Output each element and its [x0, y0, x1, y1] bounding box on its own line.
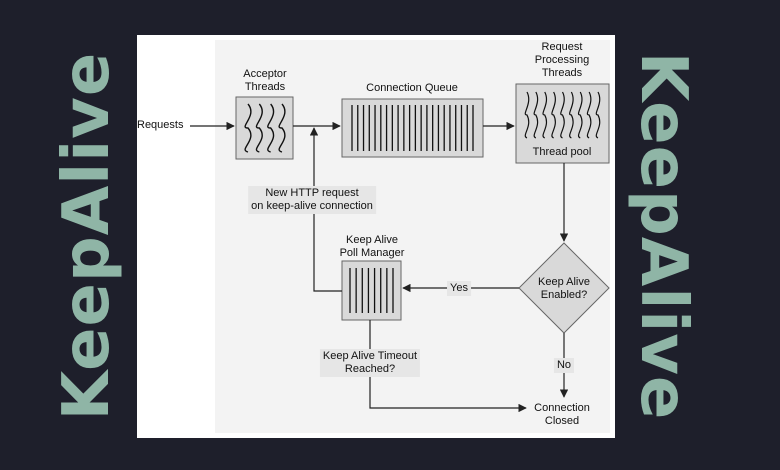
thread-squiggle: [551, 91, 556, 139]
thread-squiggle: [278, 103, 286, 153]
closed-label-1: Connection: [534, 402, 590, 414]
acceptor-label-1: Acceptor: [243, 68, 287, 80]
connection-queue-label: Connection Queue: [366, 82, 458, 94]
thread-squiggle: [560, 91, 565, 139]
thread-squiggle: [533, 91, 539, 139]
timeout-label-2: Reached?: [344, 363, 396, 375]
acceptor-label-2: Threads: [244, 81, 286, 93]
thread-squiggle: [267, 103, 275, 153]
connection-queue-box: [341, 98, 484, 158]
thread-pool-label: Thread pool: [532, 146, 592, 158]
acceptor-squiggles: [244, 103, 286, 153]
new-http-label-2: on keep-alive connection: [251, 200, 373, 212]
thread-squiggle: [569, 91, 574, 139]
no-label: No: [553, 358, 575, 373]
queue-lines: [351, 105, 474, 151]
thread-squiggle: [595, 91, 601, 139]
thread-squiggle: [524, 91, 530, 139]
thread-squiggle: [542, 91, 548, 139]
timeout-label-1: Keep Alive Timeout: [322, 350, 418, 362]
new-http-label-1: New HTTP request: [265, 187, 359, 199]
timeout-label: Keep Alive Timeout Reached?: [319, 349, 421, 377]
acceptor-threads-box: [235, 96, 294, 160]
decision-label-2: Enabled?: [540, 289, 588, 301]
decision-label-1: Keep Alive: [538, 276, 590, 288]
rpt-squiggles: [524, 91, 601, 139]
poll-label-2: Poll Manager: [339, 247, 405, 259]
thread-squiggle: [577, 91, 583, 139]
rpt-label-2: Processing: [534, 54, 590, 66]
rpt-label-3: Threads: [541, 67, 583, 79]
poll-label-1: Keep Alive: [346, 234, 398, 246]
arrow-poll-to-acceptor-loop: [309, 127, 342, 292]
poll-manager-box: [341, 260, 402, 321]
thread-squiggle: [255, 103, 263, 153]
request-processing-threads-box: [515, 83, 610, 164]
requests-label: Requests: [137, 119, 184, 131]
poll-lines: [349, 268, 394, 313]
yes-label: Yes: [447, 281, 471, 296]
thread-squiggle: [586, 91, 592, 139]
new-http-request-label: New HTTP request on keep-alive connectio…: [248, 186, 376, 214]
thread-squiggle: [244, 103, 252, 153]
rpt-label-1: Request: [541, 41, 583, 53]
closed-label-2: Closed: [544, 415, 580, 427]
